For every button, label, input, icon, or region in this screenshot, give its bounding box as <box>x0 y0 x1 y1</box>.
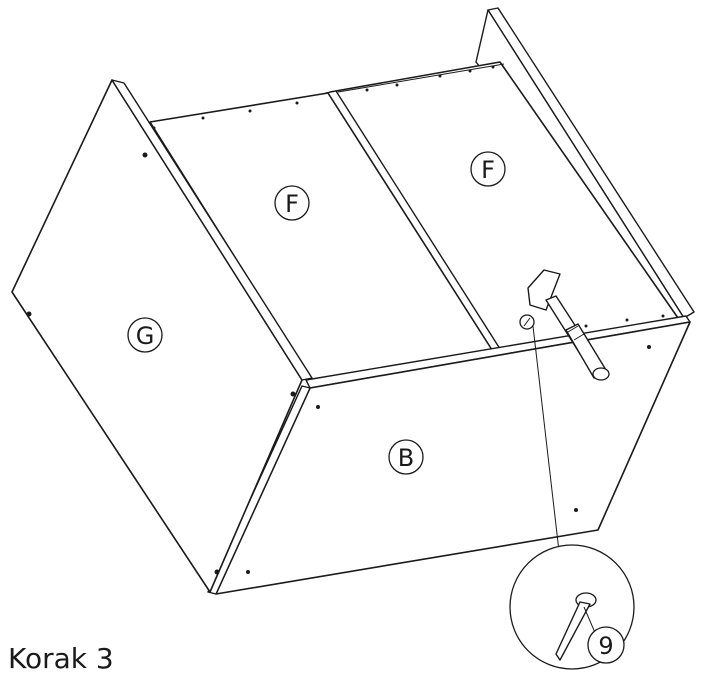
label-b: B <box>388 439 424 475</box>
hammer-icon <box>527 269 610 381</box>
part-number-circle <box>587 626 625 664</box>
label-f-right: F <box>470 151 506 187</box>
label-f-left-text: F <box>285 190 299 218</box>
nail-icon <box>555 592 600 661</box>
part-number-label: 9 <box>598 632 613 660</box>
nail-hole-marker <box>519 314 561 561</box>
front-panel <box>207 321 691 595</box>
step-caption: Korak 3 <box>8 642 114 675</box>
label-f-right-text: F <box>481 156 495 184</box>
label-f-left: F <box>274 185 310 221</box>
label-b-text: B <box>398 444 414 472</box>
label-g-text: G <box>136 322 155 350</box>
label-g: G <box>127 317 163 353</box>
callout-circle: 9 <box>509 544 635 670</box>
